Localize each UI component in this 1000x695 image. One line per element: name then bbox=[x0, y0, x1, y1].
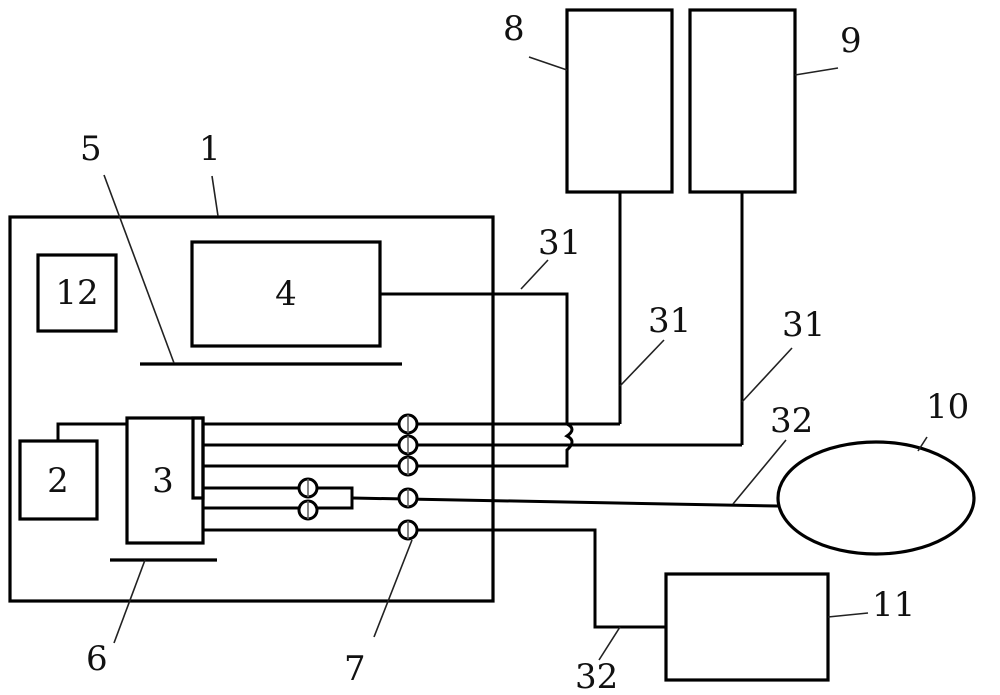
leader-9 bbox=[794, 67, 839, 76]
label-11: 11 bbox=[872, 585, 915, 625]
leader-8 bbox=[528, 56, 568, 71]
unit-3-label: 3 bbox=[152, 461, 174, 501]
unit-4-label: 4 bbox=[275, 274, 297, 314]
leader-7 bbox=[373, 539, 413, 638]
label-1: 1 bbox=[199, 129, 221, 169]
leader-31a bbox=[520, 259, 549, 290]
label-32a: 32 bbox=[770, 401, 813, 441]
leader-32a bbox=[732, 439, 787, 505]
leader-31c bbox=[741, 347, 793, 403]
line-6 bbox=[203, 528, 666, 629]
unit-2-label: 2 bbox=[47, 461, 69, 501]
connector bbox=[297, 477, 319, 499]
connector bbox=[297, 499, 319, 521]
label-10: 10 bbox=[926, 387, 969, 427]
device-8 bbox=[565, 8, 674, 194]
connector bbox=[397, 434, 419, 456]
device-10 bbox=[776, 440, 976, 556]
terminal-strip bbox=[191, 416, 205, 500]
unit-12-label: 12 bbox=[55, 273, 98, 313]
leader-5 bbox=[103, 174, 175, 364]
connector bbox=[397, 413, 419, 435]
unit-2: 2 bbox=[18, 439, 99, 521]
line-4 bbox=[203, 486, 354, 510]
line-3 bbox=[203, 455, 569, 468]
label-7: 7 bbox=[344, 649, 366, 689]
label-31a: 31 bbox=[538, 223, 581, 263]
line-5 bbox=[351, 496, 779, 508]
connector bbox=[397, 519, 419, 541]
label-9: 9 bbox=[840, 21, 862, 61]
housing-1 bbox=[8, 215, 495, 603]
unit-12: 12 bbox=[36, 253, 118, 333]
unit-3: 3 bbox=[125, 416, 205, 545]
leader-10 bbox=[917, 436, 928, 452]
leader-32b bbox=[598, 626, 621, 661]
label-31c: 31 bbox=[782, 305, 825, 345]
label-5: 5 bbox=[80, 129, 102, 169]
label-31b: 31 bbox=[648, 301, 691, 341]
leader-1 bbox=[211, 175, 219, 217]
connector bbox=[397, 455, 419, 477]
crossover-jump-1 bbox=[564, 420, 574, 466]
label-6: 6 bbox=[86, 639, 108, 679]
leader-6 bbox=[113, 559, 146, 644]
connector bbox=[397, 487, 419, 509]
unit-4: 4 bbox=[190, 240, 382, 348]
cable-31-unit4 bbox=[380, 292, 569, 420]
device-11 bbox=[664, 572, 830, 682]
wire-unit2-to-unit3 bbox=[56, 422, 127, 441]
label-32b: 32 bbox=[575, 657, 618, 695]
leader-31b bbox=[619, 339, 665, 387]
label-8: 8 bbox=[503, 9, 525, 49]
connectors-7 bbox=[297, 413, 419, 541]
leader-11 bbox=[827, 612, 869, 618]
device-9 bbox=[688, 8, 797, 194]
